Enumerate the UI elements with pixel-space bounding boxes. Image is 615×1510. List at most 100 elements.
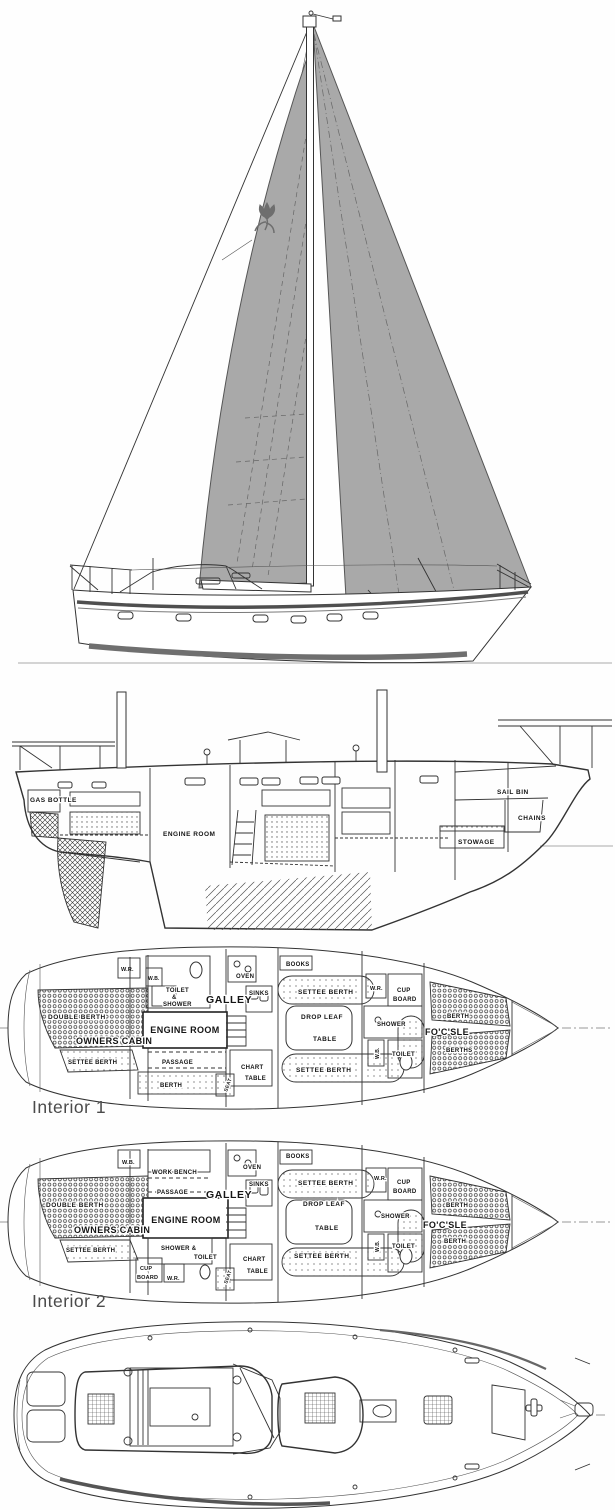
label-toilet-1: TOILET [166,988,189,994]
mainsail [198,57,308,589]
label-toilet-2: & [172,995,177,1001]
stern-lockers [16,1371,66,1451]
label-focsle: FO'C'SLE [425,1027,469,1037]
label-oven: OVEN [243,1165,261,1171]
caption-interior-1: Interior 1 [32,1097,106,1117]
rudder [57,837,107,929]
cutaway-profile: GAS BOTTLE ENGINE ROOM SAIL BIN CHAINS S… [12,689,613,931]
interior-structure [27,760,557,880]
fwd-head [363,1167,423,1273]
label-berth-fwd-top: BERTH [446,1203,468,1209]
label-wr-aft: W.R. [121,967,134,973]
label-cup-fwd-2: BOARD [393,1189,417,1195]
genoa [312,23,532,651]
label-settee-port: SETTEE BERTH [296,1067,351,1074]
label-cup-fwd-1: CUP [397,1180,411,1186]
label-sail-bin: SAIL BIN [497,789,529,796]
label-work-bench: WORK BENCH [152,1170,197,1176]
label-shower-toilet-2: TOILET [194,1255,217,1261]
label-galley: GALLEY [206,994,252,1006]
label-double-berth: DOUBLE BERTH [48,1014,106,1021]
aft-cabin [37,1149,247,1283]
label-cup-2: BOARD [393,997,417,1003]
label-settee-stbd: SETTEE BERTH [298,989,353,996]
label-settee-aft: SETTEE BERTH [68,1060,117,1066]
label-cup-aft-1: CUP [140,1266,152,1272]
label-wr-fwd: W.R. [374,1176,387,1182]
label-berth-fwd-btm: BERTH [444,1239,466,1245]
saloon [215,955,425,1097]
label-wb-fwd: W.B. [375,1047,381,1059]
label-toilet-fwd: TOILET [392,1052,415,1058]
label-chart-2: TABLE [245,1076,266,1082]
sail-plan [18,10,612,664]
label-sinks: SINKS [249,1182,269,1188]
label-chart-2: TABLE [247,1269,268,1275]
label-books: BOOKS [286,1154,310,1160]
label-engine-room: ENGINE ROOM [163,831,215,838]
boom [200,579,312,593]
label-dropleaf-1: DROP LEAF [301,1014,343,1021]
cockpit [74,1363,281,1455]
label-engine-room: ENGINE ROOM [151,1215,220,1225]
label-settee-port: SETTEE BERTH [294,1253,349,1260]
label-berth-aft: BERTH [160,1083,182,1089]
label-berths-fwd: BERTHS [446,1048,472,1054]
hull-side-view [69,558,533,664]
label-cup-1: CUP [397,988,411,994]
label-berth-fwd: BERTH [447,1014,469,1020]
label-passage: PASSAGE [157,1190,188,1196]
fore-hatch [423,1395,453,1425]
label-wr-fwd: W.R. [370,986,383,992]
label-wb-fwd: W.B. [375,1240,381,1252]
focsle [429,981,557,1075]
hull-outline [7,946,559,1110]
label-sinks: SINKS [249,991,269,997]
coachroof-hatch [304,1392,336,1424]
fwd-head [363,973,423,1079]
cockpit-grating [87,1393,115,1425]
wind-vane-icon [332,15,342,22]
windshield [232,1363,281,1455]
label-chart-1: CHART [241,1065,264,1071]
label-wr-aft: W.R. [167,1276,180,1282]
foredeck [491,1384,594,1441]
label-dropleaf-2: TABLE [313,1036,337,1043]
label-passage: PASSAGE [162,1060,193,1066]
label-focsle: FO'C'SLE [423,1220,467,1230]
deck-gear [12,689,612,773]
caption-interior-2: Interior 2 [32,1291,106,1311]
interior-plan-2: W.B. WORK BENCH PASSAGE GALLEY OVEN SINK… [0,1140,610,1311]
label-double-berth: DOUBLE BERTH [46,1202,104,1209]
label-shower-fwd: SHOWER [377,1022,406,1028]
label-toilet-fwd: TOILET [392,1244,415,1250]
interior-plan-1: W.R. W.B. TOILET & SHOWER GALLEY OVEN SI… [0,946,610,1117]
focsle [429,1175,557,1269]
keel-shading [205,872,372,930]
label-engine-room: ENGINE ROOM [150,1025,219,1035]
coachroof [277,1376,397,1454]
deck-fittings [147,1327,591,1500]
label-wb-aft: W.B. [122,1160,135,1166]
label-dropleaf-2: TABLE [315,1225,339,1232]
label-toilet-3: SHOWER [163,1002,192,1008]
label-settee-aft: SETTEE BERTH [66,1248,115,1254]
label-wb-aft: W.B. [148,976,160,982]
label-chains: CHAINS [518,815,546,822]
aft-cabin [37,955,247,1095]
label-dropleaf-1: DROP LEAF [303,1201,345,1208]
bow-fitting [574,1402,594,1417]
label-gas-bottle: GAS BOTTLE [30,797,77,804]
label-owners-cabin: OWNERS CABIN [74,1225,150,1235]
label-settee-stbd: SETTEE BERTH [298,1180,353,1187]
label-stowage: STOWAGE [458,839,495,846]
sail-emblem-tulip-icon [254,201,276,234]
deck-plan [13,1321,608,1509]
label-oven: OVEN [236,974,254,980]
label-shower-toilet-1: SHOWER & [161,1246,197,1252]
mast-partner [359,1399,397,1423]
label-owners-cabin: OWNERS CABIN [76,1036,152,1046]
label-books: BOOKS [286,962,310,968]
label-chart-1: CHART [243,1257,266,1263]
